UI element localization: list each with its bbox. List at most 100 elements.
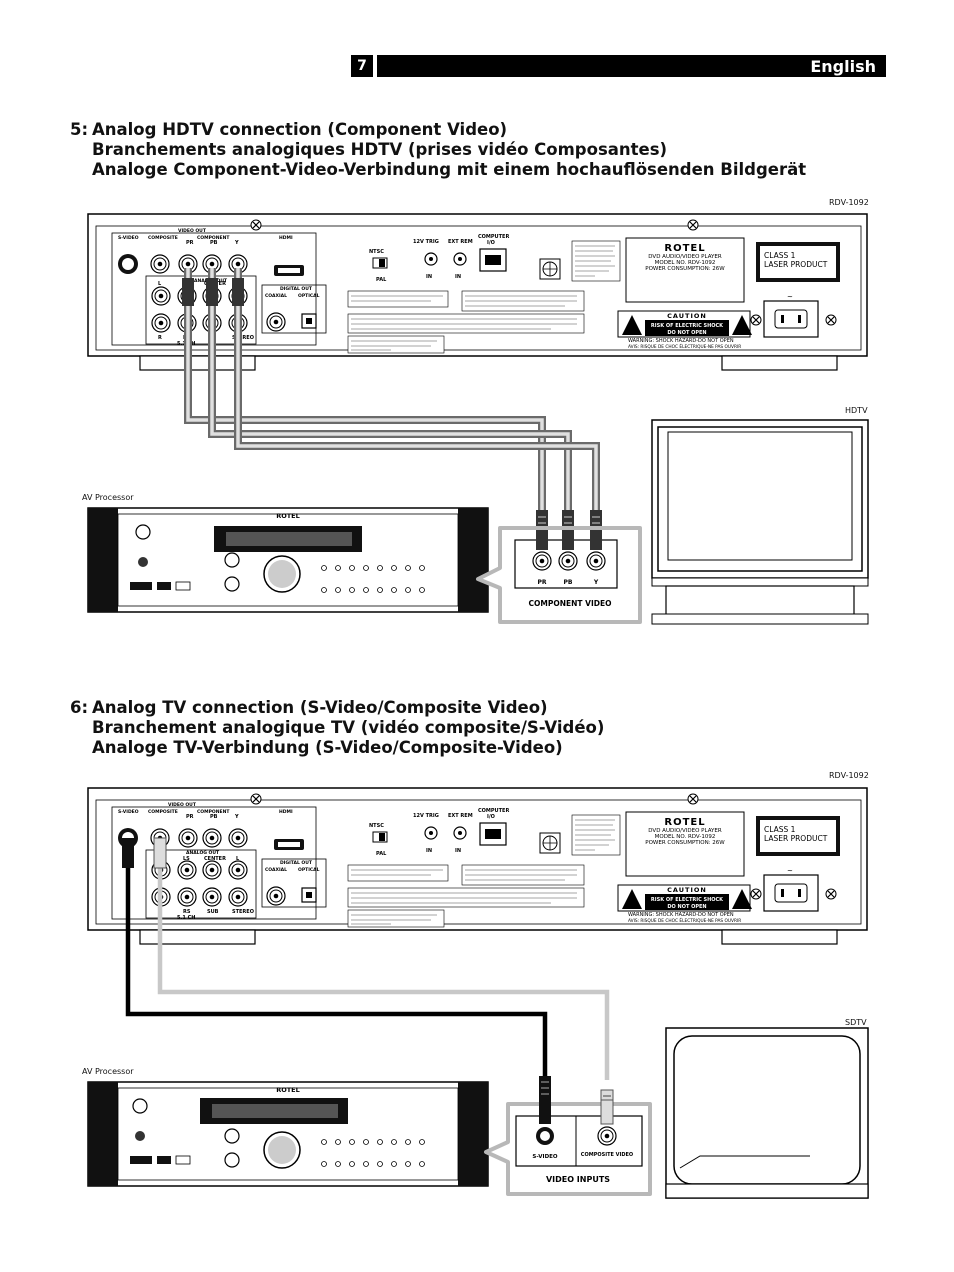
processor-label-6: AV Processor	[82, 1067, 134, 1076]
p5-class1-l1: CLASS 1	[764, 251, 796, 260]
p5-pb: PB	[210, 240, 218, 246]
p6-optical: OPTICAL	[298, 867, 320, 873]
p6-y: Y	[234, 814, 239, 820]
p5-pal: PAL	[376, 277, 387, 283]
p5-composite: COMPOSITE	[148, 235, 178, 241]
p6-model2: MODEL NO. RDV-1092	[655, 834, 716, 840]
cv-input-pb: PB	[564, 579, 573, 586]
p6-class1-l2: LASER PRODUCT	[764, 834, 828, 843]
p5-model2: MODEL NO. RDV-1092	[655, 260, 716, 266]
p6-class1-l1: CLASS 1	[764, 825, 796, 834]
p6-analog-out: ANALOG OUT	[186, 850, 220, 856]
page-number: 7	[351, 55, 373, 77]
p5-y: Y	[234, 240, 239, 246]
p5-ntsc: NTSC	[369, 249, 384, 255]
av-processor-6: ROTEL	[87, 1081, 489, 1187]
player-rdv1092-5: VIDEO OUT S-VIDEO COMPOSITE COMPONENT PR…	[87, 213, 868, 371]
p5-video-out: VIDEO OUT	[178, 228, 207, 234]
p5-io: I/O	[487, 240, 495, 246]
p5-caution: CAUTION	[667, 312, 707, 320]
p5-stereo: STEREO	[232, 335, 254, 341]
p5-risk1: RISK OF ELECTRIC SHOCK	[651, 323, 724, 329]
proc6-brand: ROTEL	[276, 1086, 300, 1094]
hdtv-5	[651, 419, 869, 625]
section5-line-fr: Branchements analogiques HDTV (prises vi…	[92, 140, 668, 159]
p5-extrem-in: IN	[455, 274, 461, 280]
p6-pal: PAL	[376, 851, 387, 857]
p6-51ch: 5.1 CH	[177, 915, 195, 921]
tv-label-5: HDTV	[845, 406, 868, 415]
p6-trig-in: IN	[426, 848, 432, 854]
component-cables-5	[182, 268, 602, 546]
section6-line-fr: Branchement analogique TV (vidéo composi…	[92, 718, 605, 737]
p6-pb: PB	[210, 814, 218, 820]
p6-svideo: S-VIDEO	[118, 809, 139, 815]
processor-label-5: AV Processor	[82, 493, 134, 502]
p5-pr: PR	[186, 240, 194, 246]
p6-stereo: STEREO	[232, 909, 254, 915]
p5-avis: AVIS: RISQUE DE CHOC ÉLECTRIQUE-NE PAS O…	[628, 342, 741, 350]
vi-input-svideo: S-VIDEO	[532, 1154, 557, 1160]
p5-trig-in: IN	[426, 274, 432, 280]
section5-title: 5: Analog HDTV connection (Component Vid…	[70, 120, 806, 180]
p5-coaxial: COAXIAL	[265, 293, 287, 299]
p6-extrem: EXT REM	[448, 813, 473, 819]
p6-brand: ROTEL	[664, 817, 705, 828]
p6-rs: RS	[183, 909, 191, 915]
section6-number: 6:	[70, 698, 89, 717]
player-label-5: RDV-1092	[829, 198, 869, 207]
component-video-label: COMPONENT VIDEO	[529, 599, 612, 608]
section5-line-de: Analoge Component-Video-Verbindung mit e…	[92, 160, 807, 179]
p6-component: COMPONENT	[197, 809, 230, 815]
p5-computer: COMPUTER	[478, 234, 509, 240]
p6-computer: COMPUTER	[478, 808, 509, 814]
section5-number: 5:	[70, 120, 89, 139]
p5-r: R	[158, 335, 162, 341]
p6-risk2: DO NOT OPEN	[667, 904, 706, 910]
p6-coaxial: COAXIAL	[265, 867, 287, 873]
p5-digital-out: DIGITAL OUT	[280, 286, 313, 292]
p6-model3: POWER CONSUMPTION: 26W	[645, 840, 725, 846]
p6-io: I/O	[487, 814, 495, 820]
p6-model1: DVD AUDIO/VIDEO PLAYER	[648, 828, 722, 834]
player-label-6: RDV-1092	[829, 771, 869, 780]
svg-text:~: ~	[787, 867, 793, 875]
p6-ls: LS	[183, 856, 190, 862]
cv-input-y: Y	[593, 579, 599, 586]
p6-sub: SUB	[207, 909, 219, 915]
proc5-brand: ROTEL	[276, 512, 300, 520]
p6-video-out: VIDEO OUT	[168, 802, 197, 808]
section6-title: 6: Analog TV connection (S-Video/Composi…	[70, 698, 604, 758]
p6-caution: CAUTION	[667, 886, 707, 894]
p6-warning: WARNING: SHOCK HAZARD-DO NOT OPEN	[628, 912, 734, 918]
language-label: English	[810, 56, 876, 76]
svg-text:~: ~	[787, 293, 793, 301]
vi-input-composite: COMPOSITE VIDEO	[581, 1152, 633, 1158]
p5-l: L	[158, 281, 162, 287]
p5-extrem: EXT REM	[448, 239, 473, 245]
p5-svideo: S-VIDEO	[118, 235, 139, 241]
video-inputs-callout: S-VIDEO COMPOSITE VIDEO VIDEO INPUTS	[484, 1102, 652, 1196]
p5-warning: WARNING: SHOCK HAZARD-DO NOT OPEN	[628, 338, 734, 344]
av-processor-5: ROTEL	[87, 507, 489, 613]
p5-risk2: DO NOT OPEN	[667, 330, 706, 336]
component-video-callout: PR PB Y COMPONENT VIDEO	[476, 526, 642, 624]
p6-pr: PR	[186, 814, 194, 820]
p6-avis: AVIS: RISQUE DE CHOC ÉLECTRIQUE-NE PAS O…	[628, 916, 741, 924]
p6-trig: 12V TRIG	[413, 813, 439, 819]
language-bar: English	[377, 55, 886, 77]
p5-brand: ROTEL	[664, 243, 705, 254]
p5-model1: DVD AUDIO/VIDEO PLAYER	[648, 254, 722, 260]
p6-extrem-in: IN	[455, 848, 461, 854]
p6-composite: COMPOSITE	[148, 809, 178, 815]
p5-trig: 12V TRIG	[413, 239, 439, 245]
p5-model3: POWER CONSUMPTION: 26W	[645, 266, 725, 272]
sdtv-6	[665, 1027, 869, 1199]
p6-digital-out: DIGITAL OUT	[280, 860, 313, 866]
p6-ntsc: NTSC	[369, 823, 384, 829]
player-rdv1092-6: VIDEO OUT S-VIDEO COMPOSITE COMPONENT PR…	[87, 787, 868, 945]
section6-line-en: Analog TV connection (S-Video/Composite …	[92, 698, 548, 717]
p5-hdmi: HDMI	[279, 235, 293, 241]
p5-optical: OPTICAL	[298, 293, 320, 299]
